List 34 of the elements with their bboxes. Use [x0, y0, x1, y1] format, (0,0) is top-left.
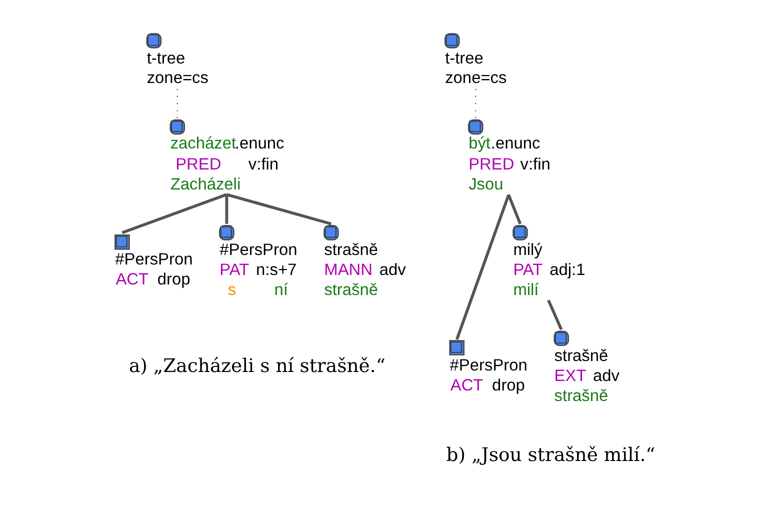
- node-label: zone=cs: [146, 68, 208, 87]
- node-label: milí: [513, 280, 539, 299]
- label: b) „Jsou strašně milí.“: [446, 444, 656, 466]
- node-label: zone=cs: [445, 68, 507, 87]
- node-label: PAT n:s+7: [220, 260, 297, 279]
- node-label: MANN adv: [324, 260, 406, 279]
- label: a) „Zacházeli s ní strašně.“: [128, 356, 386, 377]
- node-label: PAT adj:1: [513, 260, 586, 279]
- node-label: #PersPron: [115, 250, 193, 268]
- node-label: PRED v:fin: [468, 155, 550, 174]
- connector: [226, 192, 332, 225]
- connector: [547, 299, 563, 330]
- node-label: t-tree: [146, 48, 186, 67]
- node-label: s ní: [228, 280, 288, 299]
- node-label: strašně: [324, 280, 378, 299]
- node-label: strašně: [554, 386, 608, 404]
- node-label: zacházet.enunc: [170, 134, 284, 152]
- node-label: EXT adv: [554, 366, 620, 384]
- node-label: ACT drop: [116, 270, 190, 288]
- node-label: strašně: [554, 346, 608, 364]
- connector: [507, 193, 522, 224]
- connector: [225, 194, 228, 224]
- node-label: #PersPron: [450, 356, 528, 374]
- node-label: ACT drop: [450, 376, 525, 394]
- node-label: Jsou: [468, 174, 504, 193]
- node-label: #PersPron: [220, 240, 298, 259]
- node-label: strašně: [324, 240, 378, 259]
- connector: [122, 192, 228, 234]
- node-label: t-tree: [445, 48, 484, 67]
- connector: [455, 194, 510, 340]
- node-label: PRED v:fin: [176, 155, 279, 174]
- node-label: milý: [513, 240, 542, 259]
- node-label: Zacházeli: [170, 174, 241, 193]
- node-label: být.enunc: [468, 134, 540, 152]
